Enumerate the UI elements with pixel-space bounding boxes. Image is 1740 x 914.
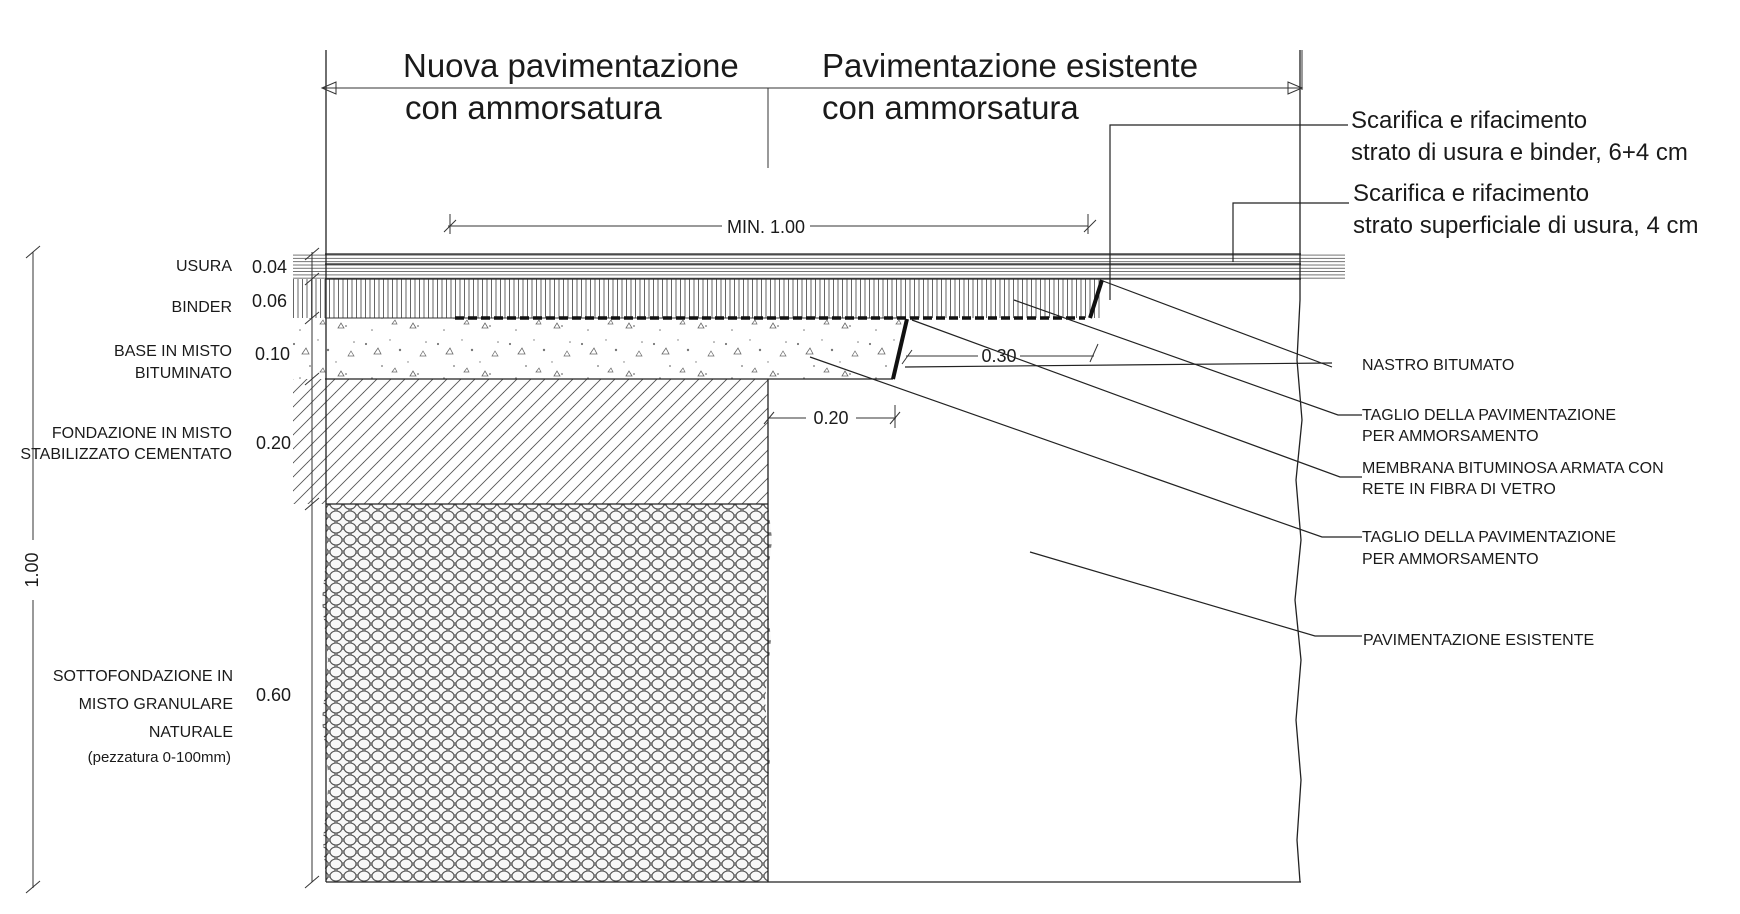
callout-milling-full-line2: strato di usura e binder, 6+4 cm [1351,139,1688,166]
note-taglio-2-line2: PER AMMORSAMENTO [1362,551,1539,568]
layer-binder [293,279,1103,318]
note-leaders [809,280,1362,637]
note-pavimentazione-esistente: PAVIMENTAZIONE ESISTENTE [1363,632,1594,649]
note-nastro-bitumato: NASTRO BITUMATO [1362,357,1514,374]
cut-binder [1088,279,1104,319]
note-membrana-line1: MEMBRANA BITUMINOSA ARMATA CON [1362,460,1664,477]
layer-usura [293,254,1345,279]
dim-step-binder: 0.30 [981,346,1016,366]
heading-new-line1: Nuova pavimentazione [403,47,739,84]
note-taglio-1-line2: PER AMMORSAMENTO [1362,428,1539,445]
heading-existing-line1: Pavimentazione esistente [822,47,1198,84]
section-outlines [325,50,1303,883]
layer-base [293,318,905,379]
layer-thickness-sottofondazione: 0.60 [256,685,291,705]
min-overlap-dimension [443,214,1097,234]
layer-thickness-binder: 0.06 [252,291,287,311]
layer-thickness-usura: 0.04 [252,257,287,277]
note-membrana-line2: RETE IN FIBRA DI VETRO [1362,481,1556,498]
step-base-dimension [763,405,901,428]
layer-fondazione [293,379,768,504]
callout-milling-top-line2: strato superficiale di usura, 4 cm [1353,212,1698,239]
heading-existing-line2: con ammorsatura [822,89,1079,126]
total-depth-label: 1.00 [22,552,42,587]
layer-label-fondazione-1: FONDAZIONE IN MISTO [52,425,232,442]
layer-thickness-ticks [304,247,320,889]
top-dimension [320,50,1304,168]
layer-label-sottofondazione-2: MISTO GRANULARE [79,696,233,713]
dim-min-overlap: MIN. 1.00 [727,217,805,237]
note-taglio-2-line1: TAGLIO DELLA PAVIMENTAZIONE [1362,529,1616,546]
layer-thickness-base: 0.10 [255,344,290,364]
callout-milling-top-line1: Scarifica e rifacimento [1353,180,1589,207]
layer-label-binder: BINDER [172,299,232,316]
note-taglio-1-line1: TAGLIO DELLA PAVIMENTAZIONE [1362,407,1616,424]
layer-label-base-1: BASE IN MISTO [114,343,232,360]
layer-label-fondazione-2: STABILIZZATO CEMENTATO [20,446,232,463]
heading-new-line2: con ammorsatura [405,89,662,126]
callout-leader-top [1232,202,1349,262]
layer-label-usura: USURA [176,258,232,275]
layer-label-sottofondazione-1: SOTTOFONDAZIONE IN [53,668,233,685]
layer-label-sottofondazione-3: NATURALE [149,724,233,741]
total-depth-dimension [25,245,41,894]
layer-label-sottofondazione-4: (pezzatura 0-100mm) [88,749,231,766]
layer-thickness-fondazione: 0.20 [256,433,291,453]
callout-milling-full-line1: Scarifica e rifacimento [1351,107,1587,134]
cut-base [891,318,909,380]
callout-leader-full [1109,124,1348,300]
layer-sottofondazione [322,504,772,882]
step-binder-dimension [901,343,1099,365]
dim-step-base: 0.20 [813,408,848,428]
layer-label-base-2: BITUMINATO [135,365,232,382]
